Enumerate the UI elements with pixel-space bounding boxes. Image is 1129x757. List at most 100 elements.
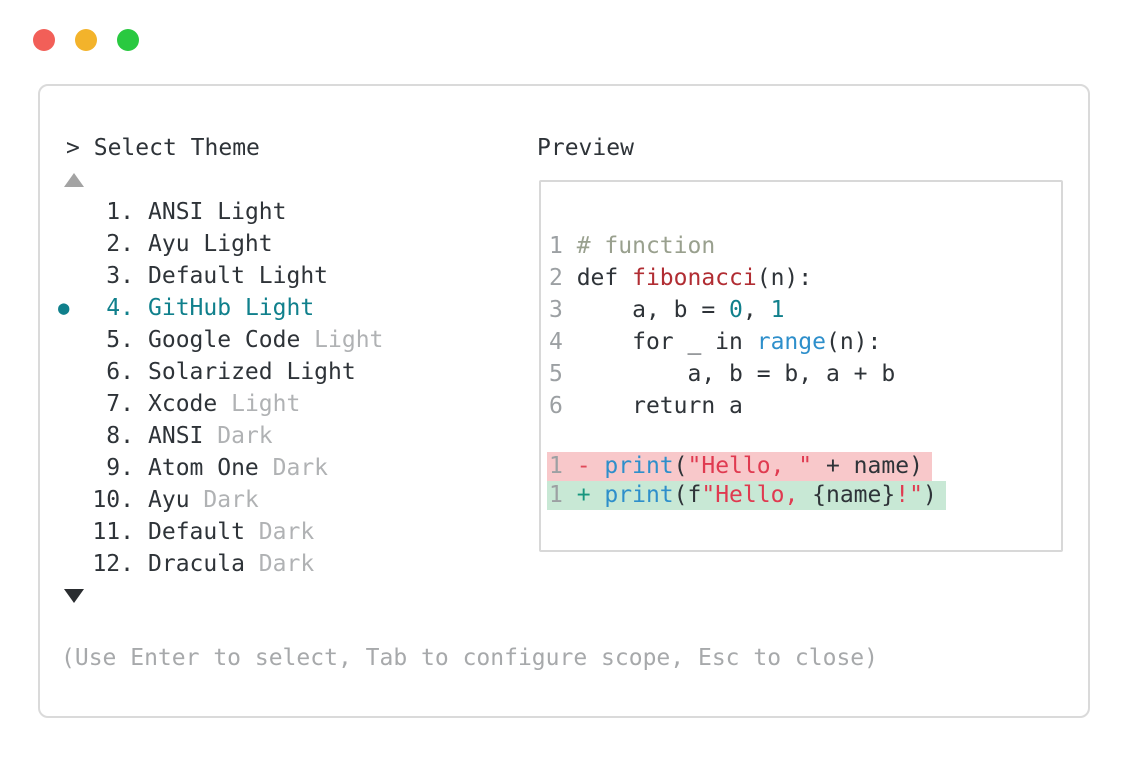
theme-variant: Light: [217, 199, 287, 225]
theme-number: 5.: [106, 327, 134, 353]
code-token-code: ): [922, 482, 937, 508]
code-line: 5 a, b = b, a + b: [549, 358, 1061, 390]
code-line: 6 return a: [549, 390, 1061, 422]
close-window-button[interactable]: [33, 29, 55, 51]
theme-option-atom-one-dark[interactable]: 9. Atom One Dark: [58, 452, 383, 484]
code-token-string: !": [895, 482, 923, 508]
theme-option-default-light[interactable]: 3. Default Light: [58, 260, 383, 292]
theme-option-default-dark[interactable]: 11. Default Dark: [58, 516, 383, 548]
theme-label: Ayu Light: [148, 228, 273, 260]
diff-block: 1 - print("Hello, " + name)1 + print(f"H…: [547, 452, 1061, 510]
code-line: 1 # function: [549, 230, 1061, 262]
theme-name: Solarized: [148, 359, 287, 385]
theme-variant: Dark: [272, 455, 329, 481]
code-token-code: (n):: [756, 265, 813, 291]
page-title: Select Theme: [93, 135, 260, 161]
maximize-window-button[interactable]: [117, 29, 139, 51]
triangle-down-icon: [64, 589, 84, 603]
theme-name: Google Code: [148, 327, 315, 353]
theme-number: 2.: [106, 231, 134, 257]
scroll-up-icon[interactable]: [64, 173, 86, 189]
code-token-code: (n):: [825, 329, 882, 355]
theme-variant: Light: [203, 231, 273, 257]
code-token-code: return a: [576, 393, 743, 419]
theme-number: 6.: [106, 359, 134, 385]
theme-number: 12.: [92, 551, 134, 577]
code-token-num: 1: [770, 297, 785, 323]
diff-line-added: 1 + print(f"Hello, {name}!"): [547, 481, 1061, 510]
theme-option-google-code-light[interactable]: 5. Google Code Light: [58, 324, 383, 356]
code-token-ln: 1: [549, 453, 577, 479]
theme-option-xcode-light[interactable]: 7. Xcode Light: [58, 388, 383, 420]
code-token-code: ,: [742, 297, 771, 323]
code-token-comment: # function: [576, 233, 716, 259]
theme-option-github-light[interactable]: ●4.GitHub Light: [58, 292, 383, 324]
theme-name: ANSI: [148, 199, 218, 225]
code-token-ln: 3: [549, 297, 577, 323]
theme-option-solarized-light[interactable]: 6. Solarized Light: [58, 356, 383, 388]
theme-name: ANSI: [148, 423, 218, 449]
theme-variant: Light: [314, 327, 384, 353]
theme-name: Dracula: [148, 551, 259, 577]
code-token-ln: 2: [549, 265, 577, 291]
theme-variant: Light: [258, 263, 329, 289]
code-token-call: print: [604, 453, 674, 479]
code-token-minus: -: [576, 453, 605, 479]
theme-option-ansi-light[interactable]: 1.ANSI Light: [58, 196, 383, 228]
diff-highlight-added: 1 + print(f"Hello, {name}!"): [547, 481, 946, 510]
code-token-plus: +: [576, 482, 605, 508]
theme-number: 11.: [92, 519, 134, 545]
code-token-func: fibonacci: [632, 265, 757, 291]
theme-number: 9.: [106, 455, 134, 481]
theme-variant: Light: [231, 391, 301, 417]
prompt-line: > Select Theme: [66, 132, 260, 164]
code-token-ln: 4: [549, 329, 577, 355]
diff-highlight-removed: 1 - print("Hello, " + name): [547, 452, 932, 481]
code-token-string: "Hello, ": [687, 453, 813, 479]
theme-name: Default: [148, 519, 259, 545]
theme-option-ayu-light[interactable]: 2. Ayu Light: [58, 228, 383, 260]
theme-name: Atom One: [148, 455, 273, 481]
prompt-chevron-icon: >: [66, 135, 80, 161]
code-token-code: {name}: [812, 482, 896, 508]
code-token-call: print: [604, 482, 674, 508]
window-controls: [33, 29, 139, 51]
preview-title: Preview: [537, 135, 634, 161]
code-token-code: for _ in: [576, 329, 757, 355]
code-token-code: a, b =: [576, 297, 730, 323]
code-token-ln: 1: [549, 482, 577, 508]
theme-label: ANSI Light: [148, 196, 287, 228]
theme-name: Ayu: [148, 487, 204, 513]
code-line: 4 for _ in range(n):: [549, 326, 1061, 358]
code-token-ln: 6: [549, 393, 577, 419]
theme-option-dracula-dark[interactable]: 12.Dracula Dark: [58, 548, 383, 580]
scroll-down-icon[interactable]: [64, 589, 86, 605]
theme-option-ayu-dark[interactable]: 10. Ayu Dark: [58, 484, 383, 516]
code-token-code: (f: [673, 482, 702, 508]
theme-number: 4.: [106, 295, 134, 321]
code-token-code: def: [576, 265, 633, 291]
theme-label: Solarized Light: [148, 356, 356, 388]
diff-line-removed: 1 - print("Hello, " + name): [547, 452, 1061, 481]
code-token-string: "Hello,: [701, 482, 813, 508]
theme-number: 3.: [106, 263, 134, 289]
theme-number: 8.: [106, 423, 134, 449]
theme-variant: Dark: [258, 519, 315, 545]
theme-option-ansi-dark[interactable]: 8. ANSI Dark: [58, 420, 383, 452]
code-token-ln: 1: [549, 233, 577, 259]
help-text: (Use Enter to select, Tab to configure s…: [61, 645, 878, 671]
theme-name: Xcode: [148, 391, 232, 417]
code-token-code: (: [673, 453, 688, 479]
theme-variant: Dark: [203, 487, 259, 513]
theme-label: ANSI Dark: [148, 420, 273, 452]
theme-number: 10.: [92, 487, 134, 513]
minimize-window-button[interactable]: [75, 29, 97, 51]
triangle-up-icon: [64, 173, 84, 187]
theme-label: Xcode Light: [148, 388, 300, 420]
theme-number: 7.: [106, 391, 134, 417]
theme-label: Default Light: [148, 260, 328, 292]
theme-variant: Dark: [217, 423, 273, 449]
